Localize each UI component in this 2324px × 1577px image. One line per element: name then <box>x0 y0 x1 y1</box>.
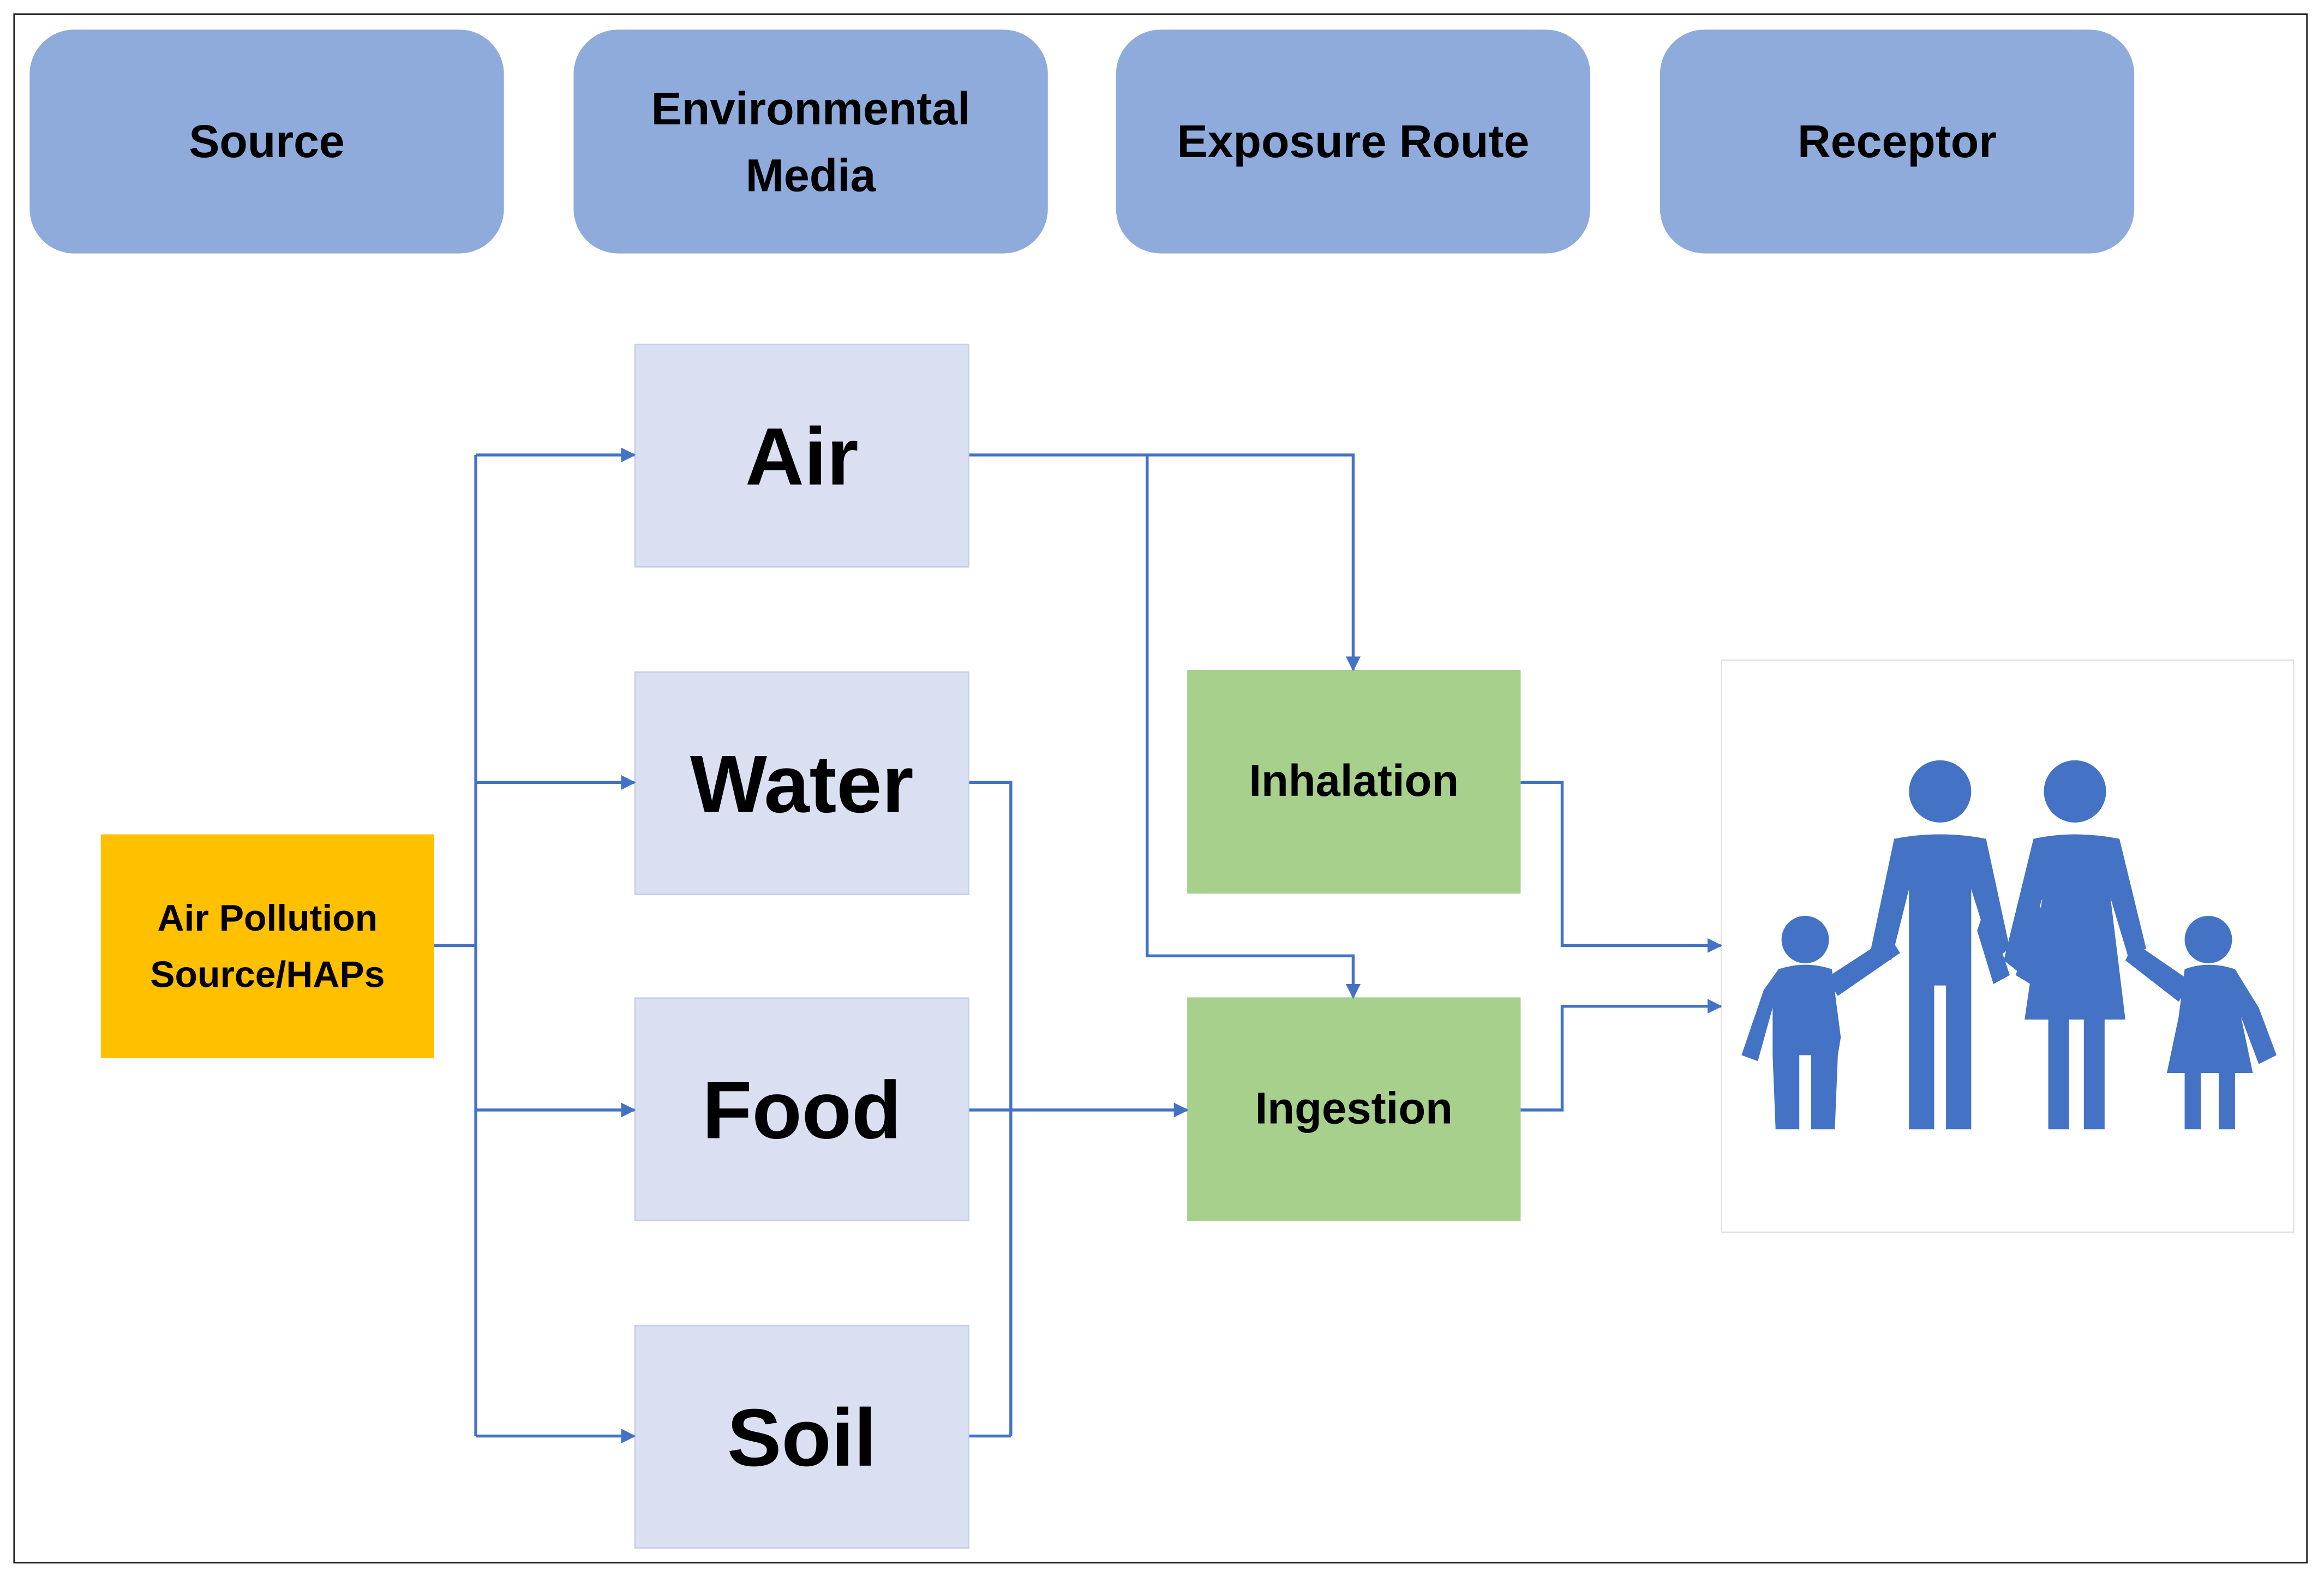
family-icon <box>1741 760 2277 1130</box>
media-node-air-label: Air <box>745 410 859 502</box>
route-node-inhalation-label: Inhalation <box>1249 756 1459 806</box>
route-node-ingestion-label: Ingestion <box>1255 1084 1453 1133</box>
header-source: Source <box>29 29 504 254</box>
media-node-food: Food <box>634 997 969 1221</box>
media-node-food-label: Food <box>702 1063 902 1155</box>
route-node-inhalation: Inhalation <box>1187 669 1521 894</box>
source-node-label: Air Pollution Source/HAPs <box>150 897 385 996</box>
header-source-label: Source <box>189 115 345 167</box>
header-environmental-media: Environmental Media <box>573 29 1048 254</box>
connector-air-to-inhalation <box>969 453 1361 671</box>
media-node-soil-label: Soil <box>727 1390 877 1483</box>
header-receptor-label: Receptor <box>1797 115 1997 167</box>
receptor-node <box>1721 659 2295 1233</box>
source-node: Air Pollution Source/HAPs <box>100 834 435 1058</box>
route-node-ingestion: Ingestion <box>1187 997 1521 1221</box>
media-node-water-label: Water <box>690 737 914 830</box>
media-node-water: Water <box>634 671 969 895</box>
header-exposure-route: Exposure Route <box>1116 29 1591 254</box>
header-receptor: Receptor <box>1660 29 2135 254</box>
header-environmental-media-label: Environmental Media <box>651 82 971 201</box>
header-exposure-route-label: Exposure Route <box>1177 115 1530 167</box>
connector-ingestion-to-receptor <box>1520 999 1722 1112</box>
media-node-soil: Soil <box>634 1324 969 1549</box>
connector-inhalation-to-receptor <box>1520 781 1722 953</box>
connector-water-branch <box>969 781 1013 1436</box>
connector-air-to-ingestion <box>1146 455 1361 999</box>
